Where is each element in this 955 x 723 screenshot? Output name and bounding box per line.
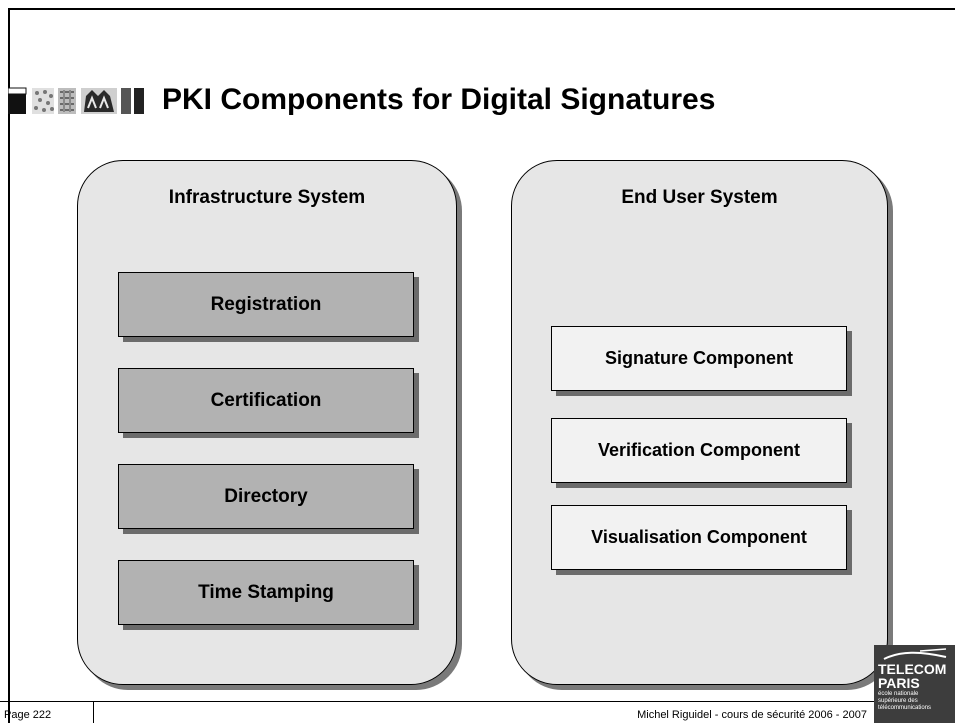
infrastructure-system-title: Infrastructure System — [168, 187, 366, 208]
page-number-cell — [0, 701, 94, 723]
signature-component-box: Signature Component — [551, 326, 847, 391]
end-user-system-title: End User System — [621, 187, 778, 208]
visualisation-component-box: Visualisation Component — [551, 505, 847, 570]
verification-component-box: Verification Component — [551, 418, 847, 483]
logo-subtitle: école nationale supérieure des télécommu… — [878, 691, 932, 711]
page-number: Page 222 — [4, 709, 52, 721]
logo-swoosh-icon — [883, 648, 947, 660]
slide-frame — [8, 8, 955, 723]
directory-box: Directory — [118, 464, 414, 529]
slide-title: PKI Components for Digital Signatures — [162, 83, 716, 116]
title-decoration-icon — [8, 87, 144, 114]
footer-credit: Michel Riguidel - cours de sécurité 2006… — [637, 709, 867, 721]
time-stamping-box: Time Stamping — [118, 560, 414, 625]
registration-box: Registration — [118, 272, 414, 337]
footer-rule — [0, 701, 955, 702]
certification-box: Certification — [118, 368, 414, 433]
logo-wordmark: TELECOM PARIS — [878, 661, 947, 691]
telecom-paris-logo: TELECOM PARIS école nationale supérieure… — [874, 645, 955, 723]
